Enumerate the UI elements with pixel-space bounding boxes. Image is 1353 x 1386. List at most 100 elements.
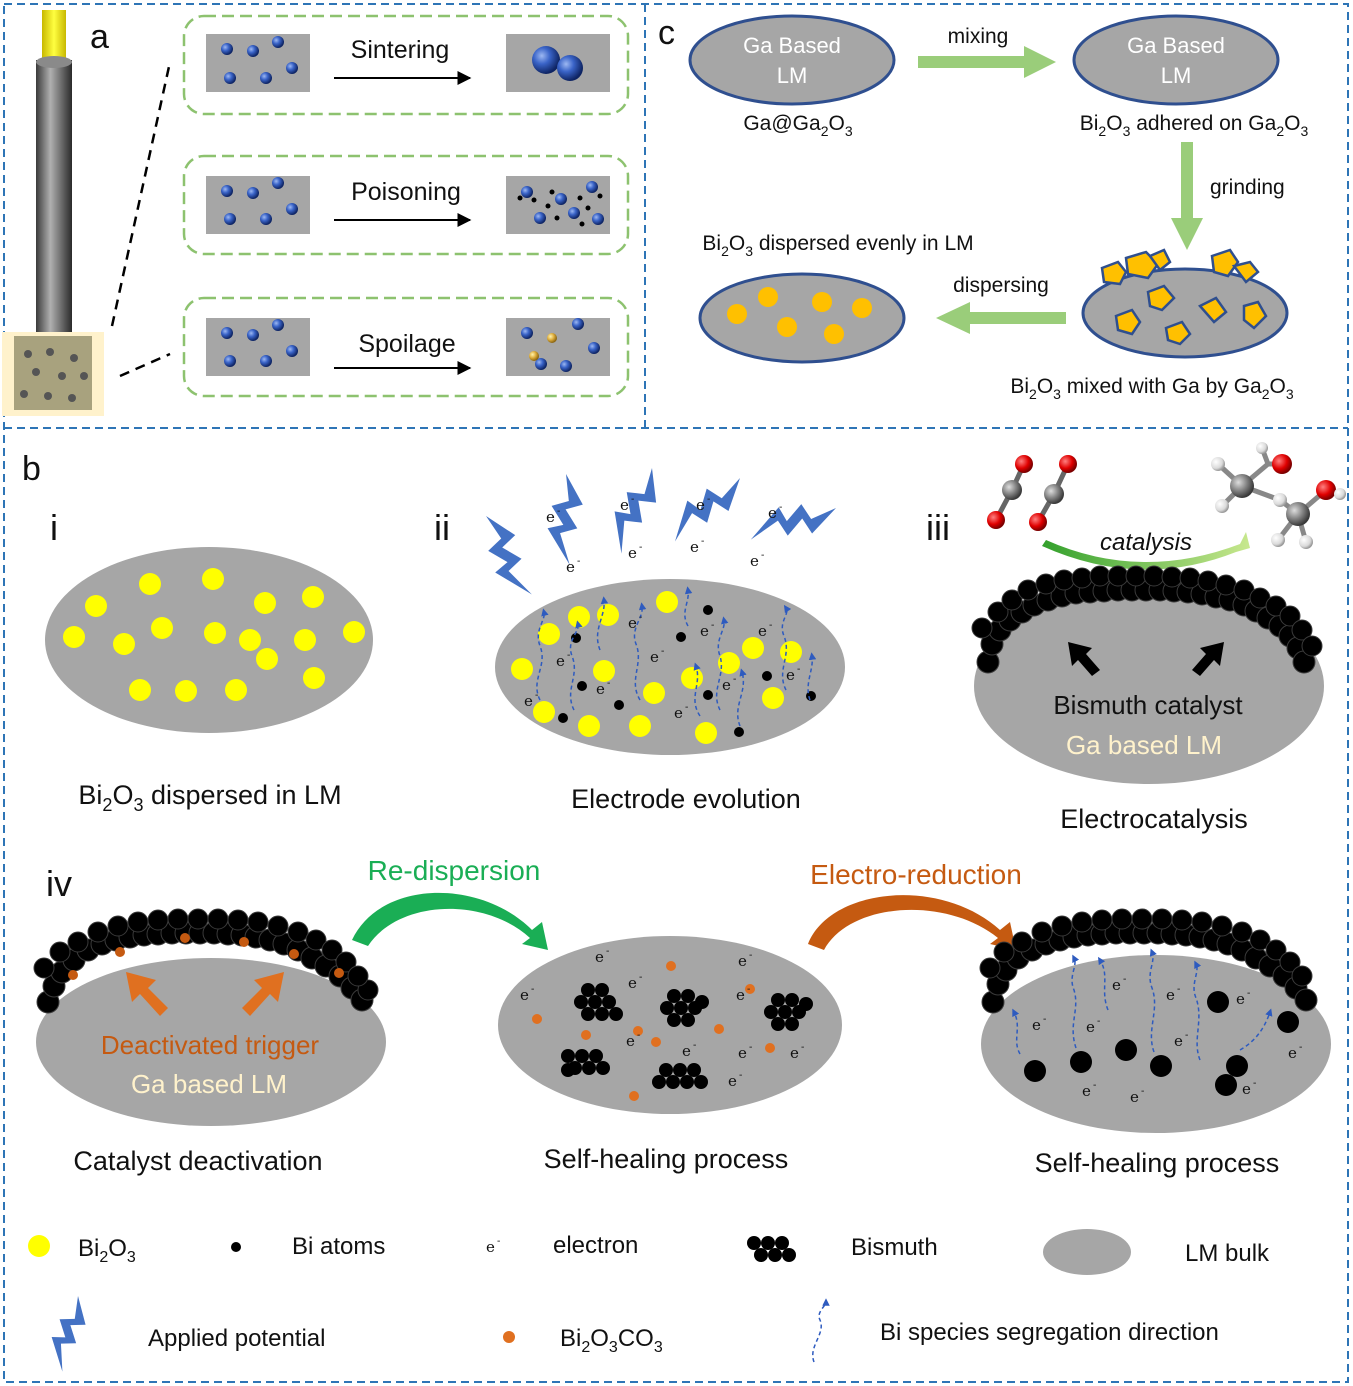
svg-text:e: e — [696, 496, 705, 514]
svg-text:-: - — [567, 650, 570, 661]
row-spoilage: Spoilage — [182, 296, 630, 398]
dispersed-evenly-label: Bi2O3 dispersed evenly in LM — [702, 232, 973, 259]
svg-text:e: e — [1242, 1080, 1251, 1098]
legend-lm-bulk-swatch — [1043, 1229, 1131, 1275]
svg-text:-: - — [685, 702, 688, 713]
svg-text:-: - — [747, 984, 750, 995]
legend-applied-potential-label: Applied potential — [148, 1325, 325, 1352]
svg-text:-: - — [1177, 984, 1180, 995]
svg-text:e: e — [520, 986, 529, 1004]
svg-text:e: e — [595, 948, 604, 966]
svg-text:-: - — [639, 972, 642, 983]
sub-ii-caption: Electrode evolution — [571, 784, 801, 814]
trigger-arrow-right — [242, 972, 284, 1016]
svg-text:e: e — [722, 676, 731, 694]
sub-iv-caption-3: Self-healing process — [1035, 1148, 1280, 1178]
svg-text:e: e — [682, 1042, 691, 1060]
catalysis-label: catalysis — [1100, 529, 1192, 556]
svg-text:e: e — [628, 614, 637, 632]
adhered-label: Bi2O3 adhered on Ga2O3 — [1080, 112, 1309, 139]
sub-iii-lm: Bismuth catalyst Ga based LM — [971, 565, 1324, 784]
co2-molecules — [987, 455, 1077, 531]
mixing-label: mixing — [948, 25, 1009, 48]
trigger-arrow-left — [126, 972, 168, 1016]
lm1-text-2: LM — [777, 63, 808, 88]
legend-segregation-label: Bi species segregation direction — [880, 1319, 1219, 1346]
svg-text:-: - — [531, 984, 534, 995]
svg-text:-: - — [1185, 1030, 1188, 1041]
lightning-icon — [522, 474, 613, 565]
svg-text:e: e — [1236, 990, 1245, 1008]
svg-text:-: - — [535, 690, 538, 701]
svg-text:-: - — [577, 556, 580, 567]
sub-i-lm — [45, 547, 373, 733]
ga-at-ga2o3-label: Ga@Ga2O3 — [743, 112, 853, 139]
ga-based-lm-label-iii: Ga based LM — [1066, 730, 1222, 760]
sub-iv-caption-1: Catalyst deactivation — [73, 1146, 322, 1176]
svg-text:-: - — [497, 1236, 500, 1247]
svg-text:e: e — [786, 666, 795, 684]
svg-text:e: e — [738, 952, 747, 970]
svg-text:e: e — [628, 974, 637, 992]
grinding-label: grinding — [1210, 176, 1285, 199]
svg-text:e: e — [1174, 1032, 1183, 1050]
legend-bi2o3co3-label: Bi2O3CO3 — [560, 1325, 663, 1356]
electro-reduction-label: Electro-reduction — [810, 859, 1022, 890]
panel-a-letter: a — [90, 18, 109, 56]
svg-text:e: e — [556, 652, 565, 670]
svg-text:-: - — [661, 646, 664, 657]
legend-bismuth-label: Bismuth — [851, 1234, 938, 1261]
roman-iv: iv — [46, 863, 72, 904]
svg-text:-: - — [797, 664, 800, 675]
panel-c: c Ga Based LM Ga@Ga2O3 mixing Ga Based L… — [658, 14, 1308, 402]
sub-i-caption: Bi2O3 dispersed in LM — [78, 780, 341, 815]
lightning-icon — [466, 516, 552, 595]
label-poisoning: Poisoning — [351, 178, 461, 206]
svg-text:-: - — [733, 674, 736, 685]
svg-text:e: e — [674, 704, 683, 722]
grinding-arrow — [1171, 142, 1203, 250]
legend-bi-atoms-label: Bi atoms — [292, 1233, 385, 1260]
svg-text:-: - — [1043, 1014, 1046, 1025]
svg-text:-: - — [749, 950, 752, 961]
legend-electron-label: electron — [553, 1232, 638, 1259]
lightning-icon — [675, 471, 740, 548]
bismuth-arrow-left — [1068, 642, 1100, 676]
svg-text:e: e — [626, 1032, 635, 1050]
svg-text:e: e — [524, 692, 533, 710]
sub-ii-lightnings — [466, 468, 836, 595]
svg-text:-: - — [779, 502, 782, 513]
sub-iv-deactivation: Deactivated trigger Ga based LM — [33, 908, 386, 1126]
svg-text:-: - — [1123, 974, 1126, 985]
ethylene-glycol-molecule — [1211, 442, 1346, 549]
re-dispersion-arrow — [352, 892, 548, 950]
svg-text:e: e — [546, 508, 555, 526]
lm2-text-2: LM — [1161, 63, 1192, 88]
svg-text:e: e — [1130, 1088, 1139, 1106]
svg-text:e: e — [596, 680, 605, 698]
sub-iii-caption: Electrocatalysis — [1060, 804, 1248, 834]
lm2-text-1: Ga Based — [1127, 33, 1225, 58]
row-poisoning: Poisoning — [182, 154, 630, 256]
sub-iv-self-healing-1: e- e- e- e- e- e- e- e- e- e- — [498, 936, 842, 1114]
svg-text:-: - — [1141, 1086, 1144, 1097]
svg-text:-: - — [639, 612, 642, 623]
panel-frames — [3, 3, 1349, 1383]
svg-text:e: e — [566, 558, 575, 576]
svg-text:-: - — [607, 678, 610, 689]
svg-text:-: - — [749, 1042, 752, 1053]
electrode-illustration — [2, 10, 104, 416]
lm1-text-1: Ga Based — [743, 33, 841, 58]
legend-lightning-icon — [34, 1296, 106, 1372]
svg-text:e: e — [1112, 976, 1121, 994]
legend-electron-symbol: e — [486, 1238, 495, 1256]
legend-bi2o3-swatch — [28, 1235, 50, 1257]
svg-text:e: e — [690, 538, 699, 556]
dispersing-label: dispersing — [953, 274, 1049, 297]
svg-text:e: e — [728, 1072, 737, 1090]
label-sintering: Sintering — [351, 36, 450, 64]
bismuth-arrow-right — [1192, 642, 1224, 676]
sub-ii-electrons-top: e- e- e- e- e- e- e- e- — [546, 494, 782, 576]
legend-segregation-arrow — [812, 1298, 830, 1363]
svg-text:e: e — [1086, 1018, 1095, 1036]
